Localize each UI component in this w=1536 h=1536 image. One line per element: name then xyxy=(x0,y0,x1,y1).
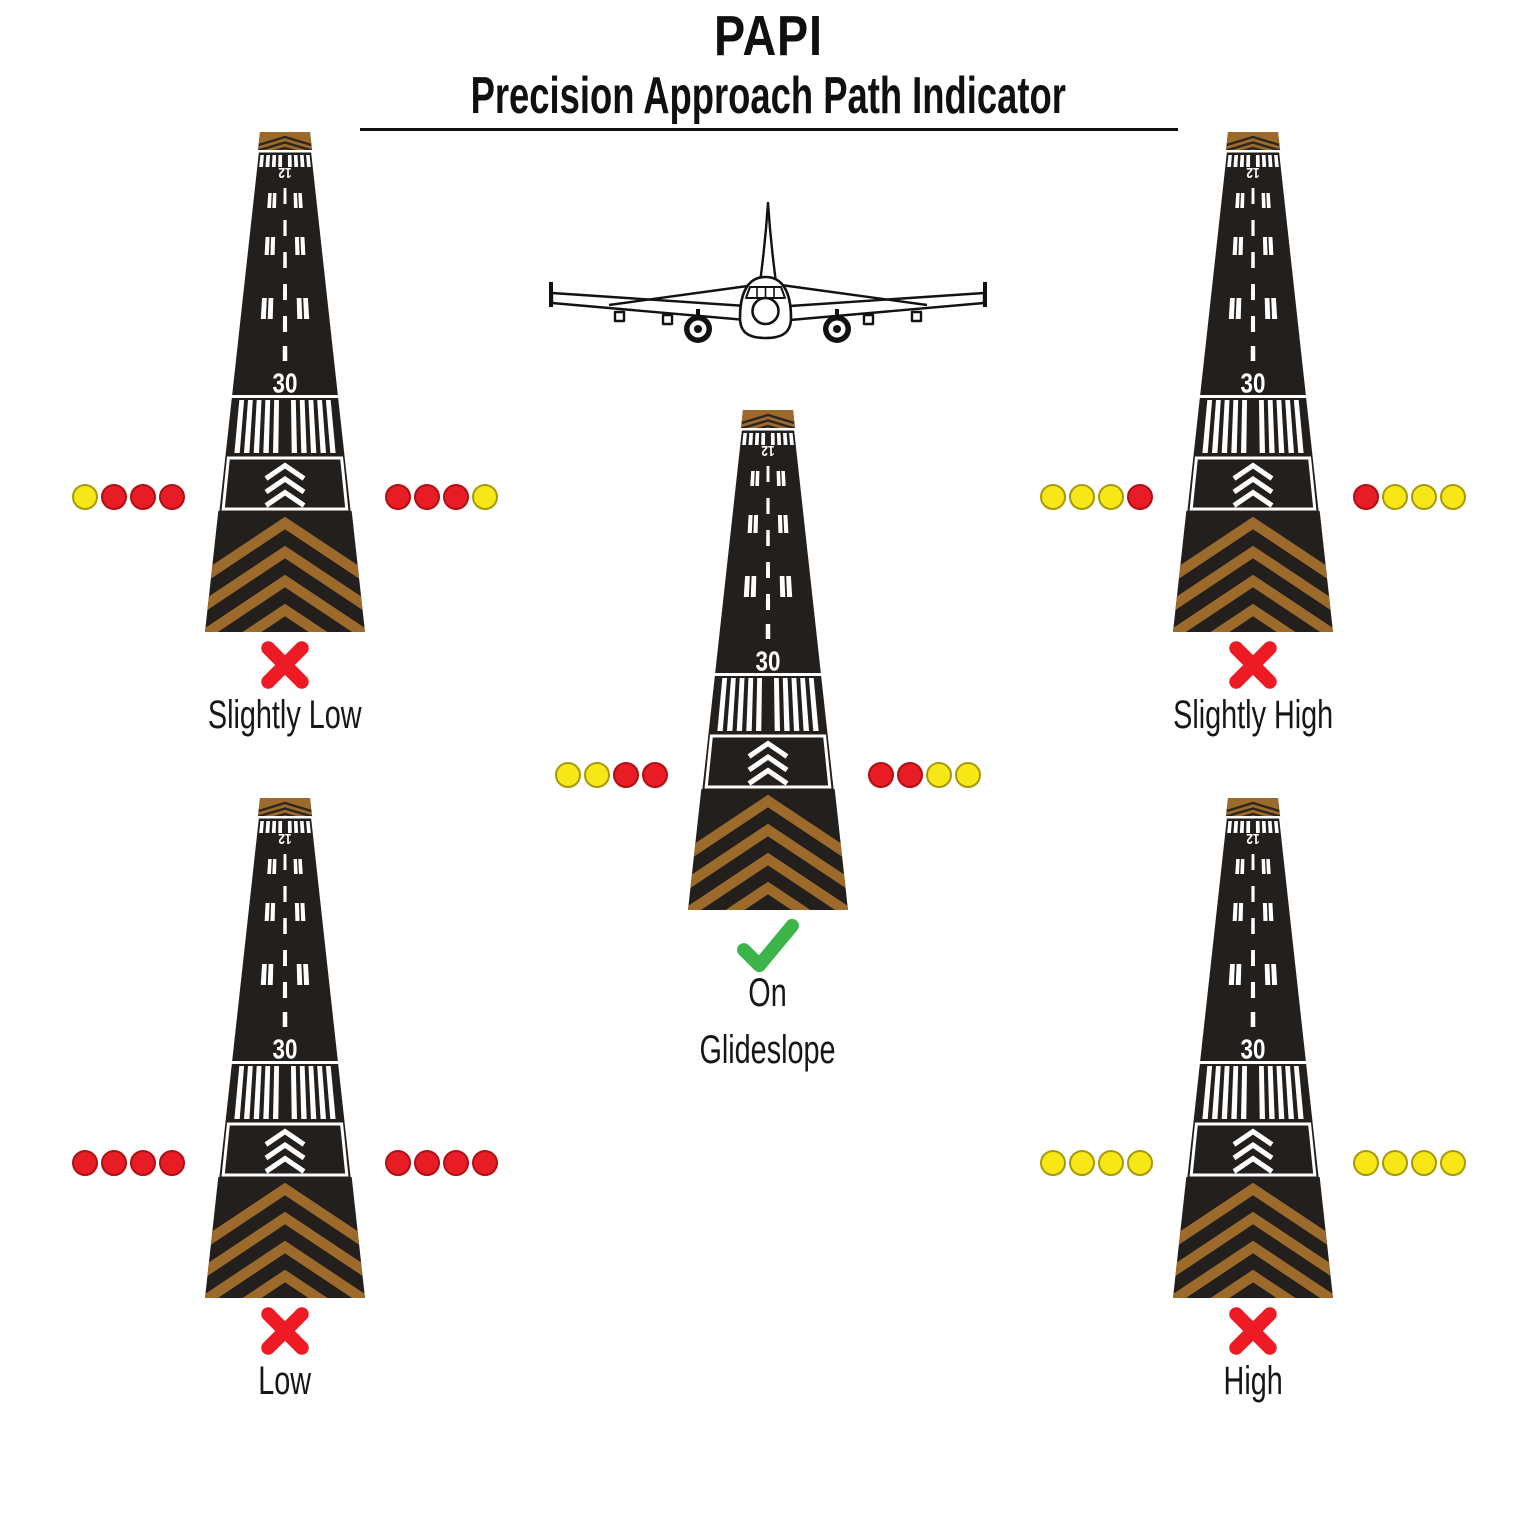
engine-right xyxy=(823,315,851,343)
papi-light-red xyxy=(130,484,156,510)
svg-text:30: 30 xyxy=(273,1034,298,1065)
scenario-slightly-low: 12 30 Slightly Low xyxy=(70,132,500,812)
papi-light-yellow xyxy=(584,762,610,788)
papi-light-red xyxy=(414,484,440,510)
papi-light-red xyxy=(897,762,923,788)
runway-graphic: 12 30 xyxy=(688,410,848,910)
papi-light-red xyxy=(159,1150,185,1176)
papi-light-yellow xyxy=(472,484,498,510)
papi-light-yellow xyxy=(1069,484,1095,510)
svg-text:12: 12 xyxy=(1246,165,1260,182)
scenario-label: High xyxy=(1223,1359,1283,1403)
papi-light-yellow xyxy=(1040,1150,1066,1176)
svg-text:12: 12 xyxy=(278,165,292,182)
papi-light-yellow xyxy=(1353,1150,1379,1176)
scenario-label: Slightly High xyxy=(1172,693,1334,737)
papi-light-yellow xyxy=(1382,484,1408,510)
papi-lights-right xyxy=(1353,484,1466,510)
papi-light-red xyxy=(613,762,639,788)
papi-light-red xyxy=(472,1150,498,1176)
papi-light-yellow xyxy=(72,484,98,510)
papi-light-red xyxy=(72,1150,98,1176)
page-header: PAPI Precision Approach Path Indicator xyxy=(0,4,1536,125)
papi-light-yellow xyxy=(1440,484,1466,510)
cross-icon xyxy=(1229,641,1277,689)
check-icon xyxy=(737,918,799,973)
papi-light-yellow xyxy=(555,762,581,788)
papi-light-yellow xyxy=(1382,1150,1408,1176)
papi-lights-right xyxy=(868,762,981,788)
papi-lights-left xyxy=(555,762,668,788)
papi-light-yellow xyxy=(1098,1150,1124,1176)
scenario-low: 12 30 Low xyxy=(70,798,500,1478)
airplane-front-view-icon xyxy=(549,201,987,343)
papi-light-red xyxy=(101,1150,127,1176)
papi-light-yellow xyxy=(1440,1150,1466,1176)
papi-light-red xyxy=(130,1150,156,1176)
papi-light-yellow xyxy=(1069,1150,1095,1176)
papi-light-red xyxy=(868,762,894,788)
papi-lights-right xyxy=(385,1150,498,1176)
svg-text:12: 12 xyxy=(278,831,292,848)
runway-graphic: 12 30 xyxy=(205,132,365,632)
cross-icon xyxy=(261,1307,309,1355)
scenario-slightly-high: 12 30 Slightly High xyxy=(1038,132,1468,812)
papi-light-red xyxy=(159,484,185,510)
papi-light-red xyxy=(385,1150,411,1176)
papi-light-yellow xyxy=(1098,484,1124,510)
papi-lights-left xyxy=(72,484,185,510)
papi-light-red xyxy=(385,484,411,510)
svg-text:30: 30 xyxy=(1241,1034,1266,1065)
runway-graphic: 12 30 xyxy=(1173,798,1333,1298)
svg-text:12: 12 xyxy=(1246,831,1260,848)
papi-light-yellow xyxy=(1411,484,1437,510)
svg-text:30: 30 xyxy=(273,368,298,399)
papi-light-red xyxy=(443,484,469,510)
scenario-high: 12 30 High xyxy=(1038,798,1468,1478)
glideslope-cross-mark xyxy=(70,638,500,692)
glideslope-check-mark xyxy=(553,916,983,974)
scenario-label: On Glideslope xyxy=(699,971,837,1072)
glideslope-cross-mark xyxy=(70,1304,500,1358)
papi-lights-left xyxy=(1040,1150,1153,1176)
title-divider xyxy=(360,128,1178,131)
svg-text:12: 12 xyxy=(761,443,775,460)
papi-lights-left xyxy=(72,1150,185,1176)
cross-icon xyxy=(1229,1307,1277,1355)
svg-text:30: 30 xyxy=(756,646,781,677)
page-title: PAPI xyxy=(713,4,823,68)
papi-light-yellow xyxy=(926,762,952,788)
scenario-label: Low xyxy=(258,1359,312,1403)
glideslope-cross-mark xyxy=(1038,638,1468,692)
runway-graphic: 12 30 xyxy=(205,798,365,1298)
scenario-label: Slightly Low xyxy=(208,693,362,737)
page-subtitle: Precision Approach Path Indicator xyxy=(470,66,1066,125)
papi-lights-left xyxy=(1040,484,1153,510)
papi-light-yellow xyxy=(1127,1150,1153,1176)
cross-icon xyxy=(261,641,309,689)
papi-light-red xyxy=(1353,484,1379,510)
papi-light-red xyxy=(1127,484,1153,510)
runway-graphic: 12 30 xyxy=(1173,132,1333,632)
papi-light-red xyxy=(101,484,127,510)
engine-left xyxy=(684,315,712,343)
scenario-on-glideslope: 12 30 On Glideslope xyxy=(553,410,983,1090)
papi-light-yellow xyxy=(1411,1150,1437,1176)
svg-text:30: 30 xyxy=(1241,368,1266,399)
papi-lights-right xyxy=(1353,1150,1466,1176)
papi-light-red xyxy=(414,1150,440,1176)
papi-light-red xyxy=(642,762,668,788)
glideslope-cross-mark xyxy=(1038,1304,1468,1358)
papi-light-yellow xyxy=(955,762,981,788)
papi-lights-right xyxy=(385,484,498,510)
papi-light-red xyxy=(443,1150,469,1176)
papi-light-yellow xyxy=(1040,484,1066,510)
